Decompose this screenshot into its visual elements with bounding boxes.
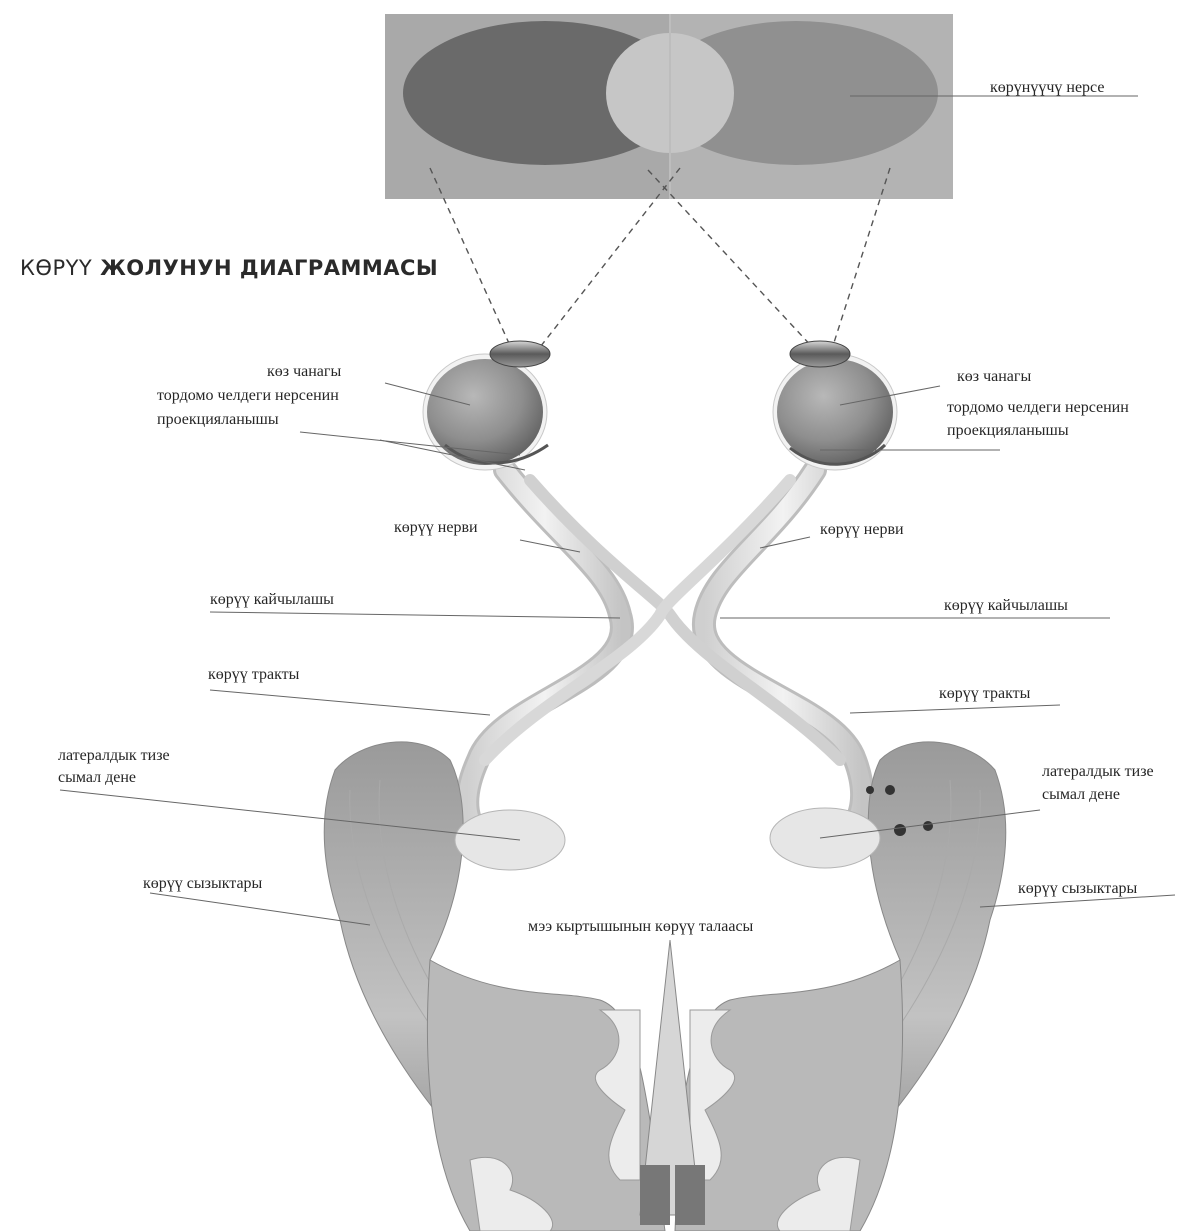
label-retina-projection-right-1: тордомо челдеги нерсенин [947, 398, 1129, 418]
optic-nerves [467, 470, 862, 840]
label-visible-object: көрүнүүчү нерсе [990, 78, 1104, 98]
visible-object [385, 14, 953, 199]
label-eyeball-right: көз чанагы [957, 367, 1031, 387]
label-visual-cortex: мээ кыртышынын көрүү талаасы [528, 917, 753, 937]
label-optic-nerve-left: көрүү нерви [394, 518, 478, 538]
label-radiation-right: көрүү сызыктары [1018, 879, 1137, 899]
label-lgn-left-1: латералдык тизе [58, 746, 170, 766]
label-eyeball-left: көз чанагы [267, 362, 341, 382]
label-lgn-left-2: сымал дене [58, 768, 136, 788]
label-retina-projection-right-2: проекцияланышы [947, 421, 1069, 441]
label-chiasm-right: көрүү кайчылашы [944, 596, 1068, 616]
title-part-1: КӨРҮҮ [20, 256, 92, 280]
title-part-2: ЖОЛУНУН ДИАГРАММАСЫ [100, 256, 438, 280]
right-eye [773, 341, 897, 470]
label-chiasm-left: көрүү кайчылашы [210, 590, 334, 610]
label-radiation-left: көрүү сызыктары [143, 874, 262, 894]
label-tract-right: көрүү тракты [939, 684, 1030, 704]
leader-lines [60, 96, 1175, 925]
visual-cortex [427, 940, 902, 1231]
label-tract-left: көрүү тракты [208, 665, 299, 685]
label-lgn-right-1: латералдык тизе [1042, 762, 1154, 782]
label-retina-projection-left-2: проекцияланышы [157, 410, 279, 430]
left-eye [423, 341, 550, 470]
label-retina-projection-left-1: тордомо челдеги нерсенин [157, 386, 339, 406]
label-optic-nerve-right: көрүү нерви [820, 520, 904, 540]
diagram-title: КӨРҮҮ ЖОЛУНУН ДИАГРАММАСЫ [20, 256, 438, 280]
label-lgn-right-2: сымал дене [1042, 785, 1120, 805]
